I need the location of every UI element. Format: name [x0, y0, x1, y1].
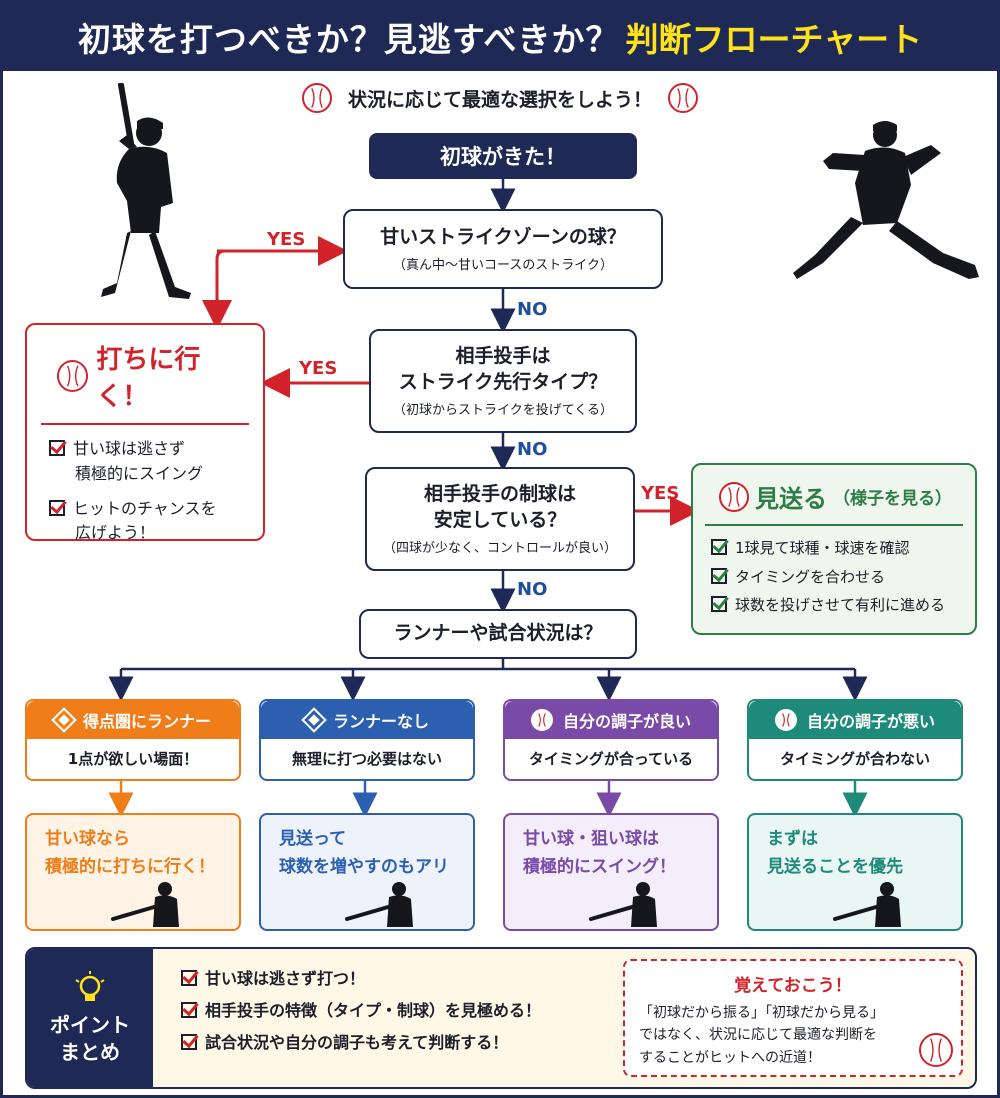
- question-pitcher-control: 相手投手の制球は 安定している？ （四球が少なく、コントロールが良い）: [365, 467, 635, 571]
- scenario-advice-card: 甘い球・狙い球は 積極的にスイング！: [503, 813, 719, 931]
- question-title-line2: ストライク先行タイプ？: [398, 370, 608, 393]
- check-icon: [711, 539, 727, 555]
- scenario-advice-card: 甘い球なら 積極的に打ちに行く！: [25, 813, 241, 931]
- check-icon: [49, 499, 65, 516]
- question-title: ランナーや試合状況は？: [393, 622, 603, 645]
- scenario-title: ランナーなし: [261, 701, 473, 739]
- result-swing-list: 甘い球は逃さず 積極的にスイング ヒットのチャンスを 広げよう！: [27, 425, 263, 546]
- list-item: タイミングを合わせる: [711, 563, 975, 592]
- question-note: （真ん中〜甘いコースのストライク）: [392, 258, 614, 274]
- remember-title: 覚えておこう！: [734, 976, 852, 996]
- question-title-line2: 安定している？: [433, 508, 567, 531]
- question-pitcher-type: 相手投手は ストライク先行タイプ？ （初球からストライクを投げてくる）: [369, 329, 637, 433]
- remember-line: 「初球だから振る」「初球だから見る」: [639, 1005, 884, 1021]
- start-node: 初球がきた！: [369, 133, 637, 179]
- check-icon: [711, 596, 727, 612]
- batter-silhouette: [101, 83, 191, 299]
- question-game-situation: ランナーや試合状況は？: [359, 609, 637, 659]
- no-label: NO: [517, 439, 548, 460]
- player-silhouette: [345, 882, 413, 927]
- result-take-header: 見送る （様子を見る）: [705, 465, 963, 526]
- scenario-title: 自分の調子が良い: [505, 701, 717, 739]
- scenario-subtitle: タイミングが合っている: [528, 749, 694, 768]
- baseball-icon: [774, 709, 797, 731]
- scenario-card-header: ランナーなし 無理に打つ必要はない: [259, 699, 475, 781]
- player-silhouette: [111, 882, 179, 927]
- scenario-subtitle: 1点が欲しい場面！: [67, 749, 199, 768]
- no-label: NO: [517, 579, 548, 600]
- summary-label: ポイント まとめ: [27, 949, 153, 1087]
- pitcher-silhouette: [793, 121, 979, 279]
- check-icon: [711, 567, 727, 584]
- check-icon: [49, 440, 65, 456]
- yes-label: YES: [299, 358, 338, 379]
- diamond-icon: [51, 707, 77, 733]
- player-silhouette: [833, 882, 901, 927]
- remember-box: 覚えておこう！ 「初球だから振る」「初球だから見る」 ではなく、状況に応じて最適…: [623, 959, 963, 1077]
- yes-label: YES: [267, 229, 306, 250]
- list-item: 試合状況や自分の調子も考えて判断する！: [181, 1027, 623, 1059]
- question-strike-zone: 甘いストライクゾーンの球？ （真ん中〜甘いコースのストライク）: [343, 209, 663, 289]
- scenario-card-header: 自分の調子が良い タイミングが合っている: [503, 699, 719, 781]
- summary-list: 甘い球は逃さず打つ！ 相手投手の特徴（タイプ・制球）を見極める！ 試合状況や自分…: [153, 949, 623, 1087]
- no-label: NO: [517, 299, 548, 320]
- header-bar: 初球を打つべきか？見逃すべきか？ 判断フローチャート: [3, 3, 997, 71]
- result-swing-title: 打ちに行く！: [96, 345, 201, 412]
- subtitle-text: 状況に応じて最適な選択をしよう！: [347, 88, 652, 111]
- result-swing-box: 打ちに行く！ 甘い球は逃さず 積極的にスイング ヒットのチャンスを 広げよう！: [25, 323, 265, 542]
- baseball-icon: [719, 481, 749, 512]
- remember-line: ではなく、状況に応じて最適な判断を: [639, 1027, 877, 1044]
- list-item: 1球見て球種・球速を確認: [711, 534, 975, 563]
- result-take-list: 1球見て球種・球速を確認 タイミングを合わせる 球数を投げさせて有利に進める: [693, 526, 975, 620]
- result-take-subtitle: （様子を見る）: [833, 489, 952, 509]
- page-title-accent: 判断フローチャート: [625, 20, 923, 59]
- list-item: 甘い球は逃さず 積極的にスイング: [49, 437, 263, 487]
- result-take-title: 見送る: [755, 485, 827, 513]
- list-item: 球数を投げさせて有利に進める: [711, 591, 975, 620]
- result-take-box: 見送る （様子を見る） 1球見て球種・球速を確認 タイミングを合わせる 球数を投…: [691, 463, 977, 635]
- question-title-line1: 相手投手の制球は: [423, 482, 576, 505]
- result-swing-header: 打ちに行く！: [41, 325, 249, 425]
- question-title-line1: 相手投手は: [455, 344, 551, 367]
- scenario-advice: 甘い球なら 積極的に打ちに行く！: [45, 829, 215, 878]
- player-silhouette: [589, 882, 657, 927]
- scenario-advice-card: まずは 見送ることを優先: [747, 813, 963, 931]
- lightbulb-icon: [75, 971, 105, 1001]
- scenario-subtitle: タイミングが合わない: [779, 749, 930, 768]
- scenario-subtitle: 無理に打つ必要はない: [291, 749, 442, 768]
- scenario-title: 自分の調子が悪い: [749, 701, 961, 739]
- flow-connectors: [108, 179, 868, 818]
- summary-panel: ポイント まとめ 甘い球は逃さず打つ！ 相手投手の特徴（タイプ・制球）を見極める…: [25, 947, 977, 1089]
- scenario-advice-card: 見送って 球数を増やすのもアリ: [259, 813, 475, 931]
- scenario-card-header: 自分の調子が悪い タイミングが合わない: [747, 699, 963, 781]
- scenario-title: 得点圏にランナー: [27, 701, 239, 739]
- diamond-icon: [301, 707, 327, 733]
- baseball-icon: [530, 709, 553, 731]
- list-item: ヒットのチャンスを 広げよう！: [49, 497, 263, 547]
- list-item: 甘い球は逃さず打つ！: [181, 963, 623, 995]
- question-note: （初球からストライクを投げてくる）: [392, 403, 614, 419]
- baseball-icon: [668, 83, 698, 113]
- question-note: （四球が少なく、コントロールが良い）: [382, 541, 617, 557]
- baseball-icon: [57, 360, 89, 392]
- yes-label: YES: [641, 483, 680, 504]
- scenario-card-header: 得点圏にランナー 1点が欲しい場面！: [25, 699, 241, 781]
- check-icon: [181, 1034, 197, 1050]
- question-title: 甘いストライクゾーンの球？: [380, 225, 626, 248]
- scenario-advice: まずは 見送ることを優先: [767, 829, 903, 878]
- check-icon: [181, 1002, 197, 1018]
- check-icon: [181, 970, 197, 986]
- list-item: 相手投手の特徴（タイプ・制球）を見極める！: [181, 995, 623, 1027]
- subtitle-row: 状況に応じて最適な選択をしよう！: [3, 81, 997, 115]
- baseball-icon: [919, 1033, 953, 1067]
- page-title: 初球を打つべきか？見逃すべきか？: [77, 20, 620, 59]
- remember-line: することがヒットへの近道！: [639, 1049, 821, 1066]
- scenario-advice: 甘い球・狙い球は 積極的にスイング！: [523, 829, 676, 878]
- scenario-advice: 見送って 球数を増やすのもアリ: [279, 829, 449, 878]
- baseball-icon: [301, 83, 332, 113]
